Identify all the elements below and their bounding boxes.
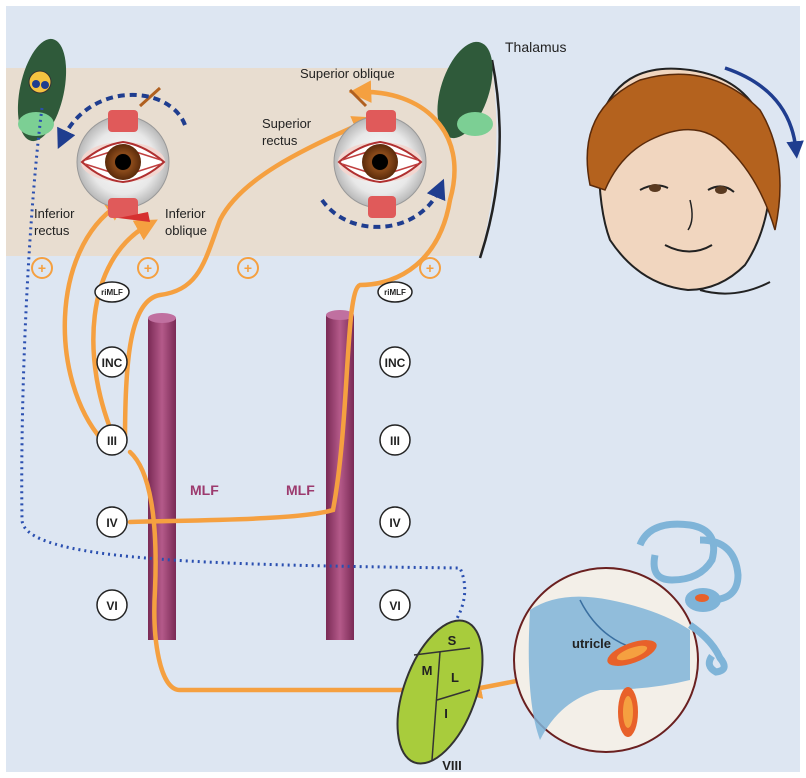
utricle-label: utricle	[572, 636, 611, 651]
svg-text:IV: IV	[106, 516, 117, 530]
thalamus-label: Thalamus	[505, 39, 566, 55]
subnucleus-i: I	[444, 706, 448, 721]
svg-text:III: III	[390, 434, 400, 448]
subnucleus-l: L	[451, 670, 459, 685]
svg-text:riMLF: riMLF	[384, 288, 406, 297]
utricle-magnified	[514, 568, 698, 752]
svg-text:III: III	[107, 434, 117, 448]
mlf-label-left: MLF	[190, 482, 219, 498]
superior-oblique-label: Superior oblique	[300, 66, 395, 81]
svg-text:VI: VI	[106, 599, 117, 613]
svg-text:VI: VI	[389, 599, 400, 613]
subnucleus-m: M	[422, 663, 433, 678]
svg-text:+: +	[244, 260, 252, 276]
svg-text:+: +	[426, 260, 434, 276]
viii-label: VIII	[442, 758, 462, 773]
svg-text:INC: INC	[385, 356, 406, 370]
subnucleus-s: S	[448, 633, 457, 648]
mlf-label-right: MLF	[286, 482, 315, 498]
svg-text:IV: IV	[389, 516, 400, 530]
mlf-column-left	[148, 313, 176, 640]
svg-text:+: +	[38, 260, 46, 276]
svg-text:+: +	[144, 260, 152, 276]
thalamic-nucleus-icon	[29, 71, 51, 93]
svg-text:riMLF: riMLF	[101, 288, 123, 297]
svg-text:INC: INC	[102, 356, 123, 370]
